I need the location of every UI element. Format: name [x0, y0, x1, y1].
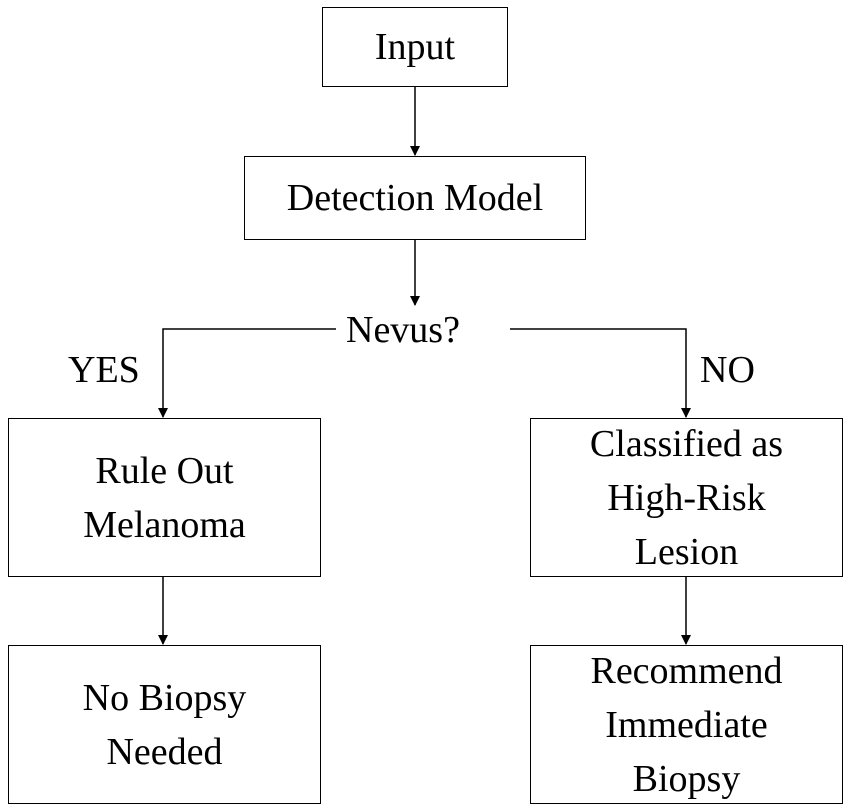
no-biopsy-needed-box: No Biopsy Needed: [8, 645, 321, 804]
input-box: Input: [322, 7, 508, 87]
yes-branch-line: [158, 328, 336, 418]
no-biopsy-needed-label: No Biopsy Needed: [82, 676, 247, 773]
detection-model-label: Detection Model: [286, 177, 544, 219]
detection-model-box: Detection Model: [244, 156, 586, 240]
rule-out-melanoma-box: Rule Out Melanoma: [8, 418, 321, 577]
no-branch-line: [510, 328, 691, 418]
high-risk-lesion-label: Classified as High-Risk Lesion: [589, 422, 784, 573]
decision-label: Nevus?: [346, 309, 460, 351]
rule-out-melanoma-label: Rule Out Melanoma: [83, 449, 246, 546]
input-label: Input: [374, 26, 456, 68]
yes-branch-label: YES: [68, 349, 140, 391]
high-risk-lesion-box: Classified as High-Risk Lesion: [530, 418, 843, 577]
recommend-biopsy-box: Recommend Immediate Biopsy: [530, 645, 843, 804]
no-branch-label: NO: [700, 349, 755, 391]
recommend-biopsy-label: Recommend Immediate Biopsy: [590, 649, 783, 800]
